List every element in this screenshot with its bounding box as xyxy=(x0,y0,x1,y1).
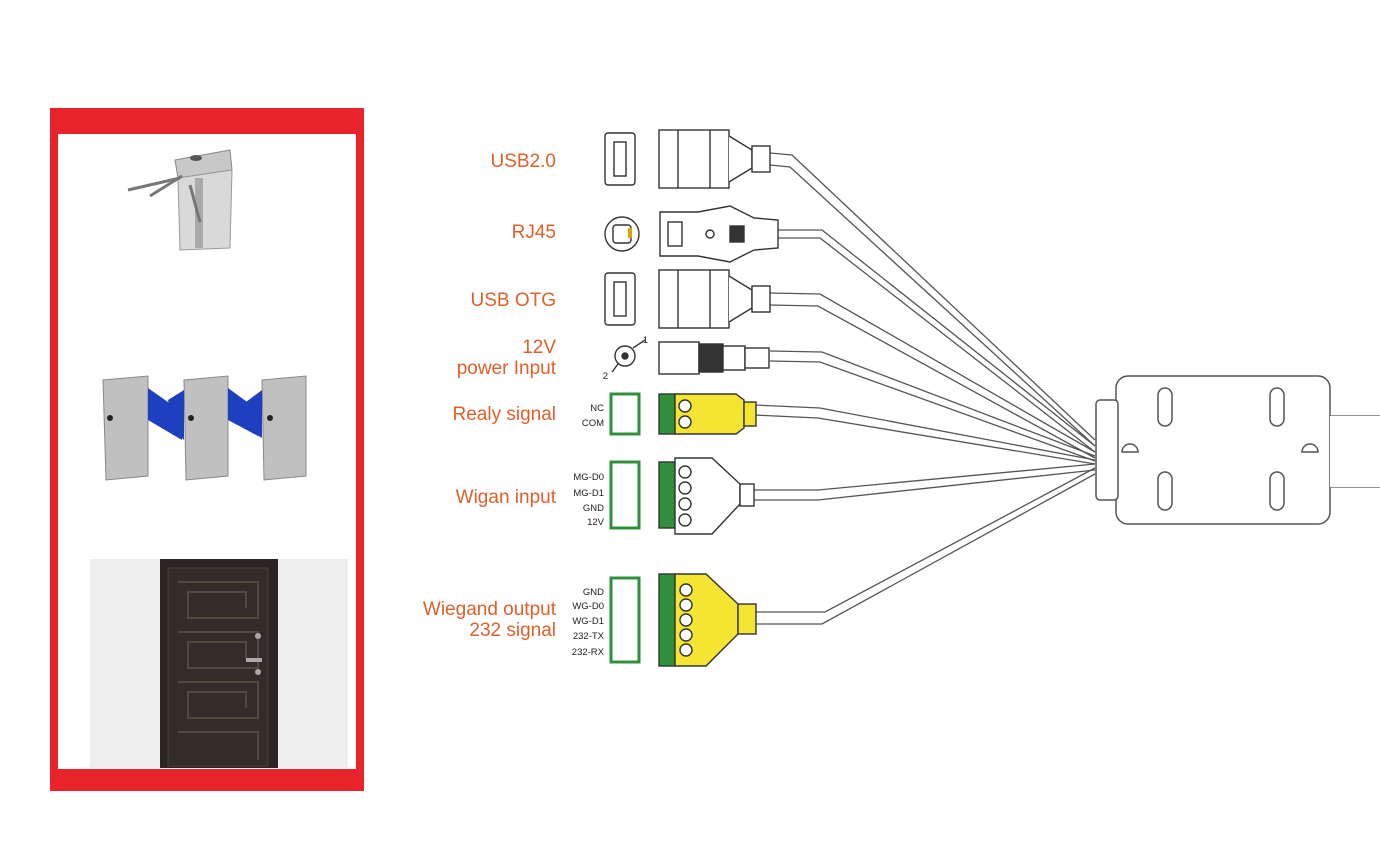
wire-bundle xyxy=(753,152,1380,625)
power-label: 12V power Input xyxy=(457,337,556,379)
usb2-connector xyxy=(604,129,771,189)
flap-barrier-icon xyxy=(102,375,307,481)
wiegand-output-pin: 232-TX xyxy=(572,631,604,642)
wiegand-input-label: Wigan input xyxy=(455,487,556,508)
relay-label: Realy signal xyxy=(452,404,557,425)
wiegand-output-connector xyxy=(609,573,757,667)
wiegand-output-label-line1: Wiegand output xyxy=(422,599,556,620)
wiegand-output-pin: WG-D0 xyxy=(572,601,604,612)
wiegand-output-label: Wiegand output 232 signal xyxy=(423,599,556,641)
usb-otg-connector xyxy=(604,269,771,329)
power-connector xyxy=(611,339,770,375)
wiegand-input-pin: MG-D0 xyxy=(573,472,604,483)
wiegand-input-pin: MG-D1 xyxy=(573,488,604,499)
usb2-label: USB2.0 xyxy=(490,151,556,172)
door-icon xyxy=(90,559,348,768)
relay-connector xyxy=(609,392,757,436)
wiegand-input-pin: GND xyxy=(582,503,604,514)
power-label-line1: 12V xyxy=(522,337,556,358)
wiegand-output-label-line2: 232 signal xyxy=(469,620,556,641)
relay-pin: NC xyxy=(590,403,604,414)
power-pin-2: 2 xyxy=(602,371,608,382)
wiegand-output-pin: 232-RX xyxy=(571,647,604,658)
relay-pin: COM xyxy=(581,418,604,429)
wiegand-output-pin: WG-D1 xyxy=(572,616,604,627)
tripod-turnstile-icon xyxy=(127,149,233,251)
power-pin-1: 1 xyxy=(642,335,648,346)
wiegand-input-connector xyxy=(609,457,755,535)
wiegand-input-pin: 12V xyxy=(587,517,604,528)
power-label-line2: power Input xyxy=(456,358,556,379)
wiegand-output-pin: GND xyxy=(582,587,604,598)
usb-otg-label: USB OTG xyxy=(470,290,556,311)
junction-box xyxy=(1095,375,1380,525)
rj45-label: RJ45 xyxy=(511,222,556,243)
rj45-connector xyxy=(604,205,779,263)
